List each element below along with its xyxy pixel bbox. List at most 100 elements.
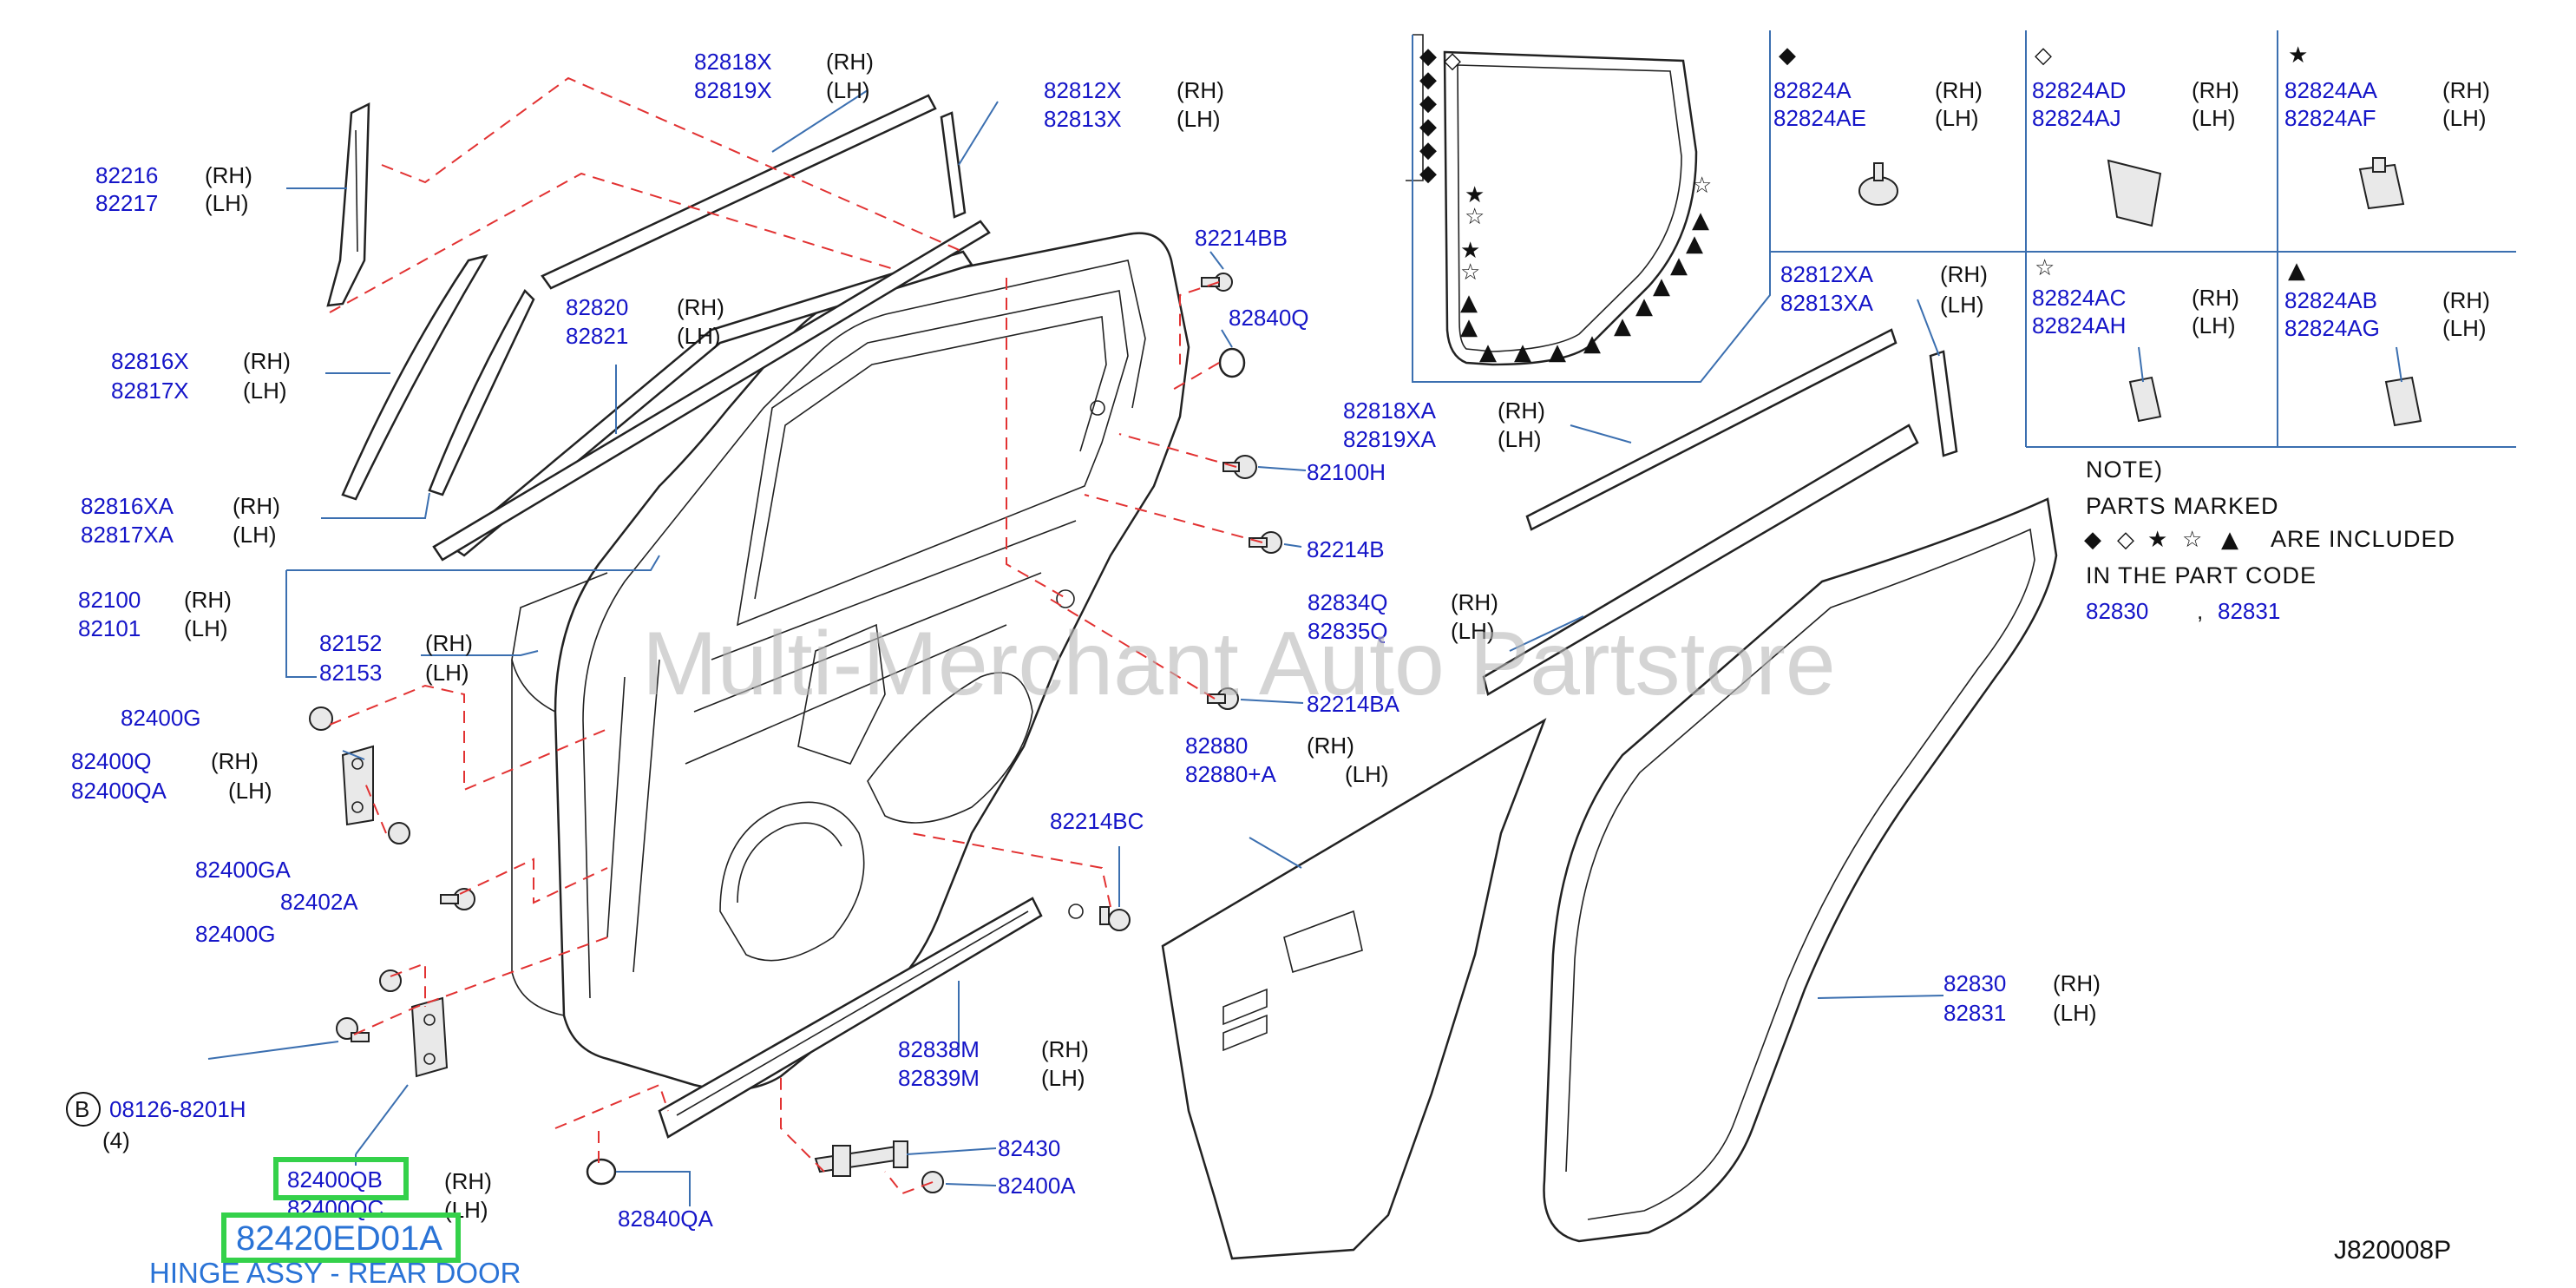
note-line-1: NOTE) <box>2086 457 2163 483</box>
callout-num: 82830 <box>1943 970 2006 996</box>
callout-num: 82818X <box>694 49 772 75</box>
callout-num: 82400Q <box>71 748 152 774</box>
callout-num: 82216 <box>95 162 158 188</box>
callout-num: 82820 <box>566 294 628 320</box>
callout-side: (LH) <box>425 660 469 686</box>
alignment-lines <box>329 76 1263 1195</box>
callout-num: 82819X <box>694 77 772 103</box>
check-link-82430 <box>814 1140 908 1177</box>
diamond-filled-icon: ◆ <box>1419 90 1437 116</box>
clip-parts <box>1858 157 2422 427</box>
callout-num: 82101 <box>78 615 141 641</box>
moulding-82816xa <box>428 288 535 496</box>
bolt-circle-letter: B <box>75 1096 89 1122</box>
callout-num: 82214BA <box>1307 691 1400 717</box>
clip-82824ac-icon <box>2128 376 2162 423</box>
clip-location-inset <box>1406 34 1771 383</box>
clip-82824aa-icon <box>2358 157 2405 210</box>
clip-82824ab-icon <box>2384 376 2422 427</box>
moulding-82834q <box>1482 424 1919 696</box>
callout-num: 82824AD <box>2032 77 2126 103</box>
callout-side: (LH) <box>184 615 228 641</box>
callout-side: (LH) <box>1498 426 1542 452</box>
callout-side: (RH) <box>2442 77 2490 103</box>
callout-num: 82831 <box>1943 1000 2006 1026</box>
strip-82812x <box>940 111 967 219</box>
callout-side: (LH) <box>2442 105 2487 131</box>
callout-side: (LH) <box>1935 105 1979 131</box>
moulding-82816x <box>341 254 488 501</box>
moulding-82818x <box>541 94 937 290</box>
star-open-icon: ☆ <box>2035 255 2055 281</box>
callout-num: 82812XA <box>1780 261 1874 287</box>
callout-side: (RH) <box>243 348 291 374</box>
callout-side: (LH) <box>1041 1065 1085 1091</box>
callout-num: 82813X <box>1044 106 1122 132</box>
callout-num: 82430 <box>998 1135 1060 1161</box>
callout-side: (LH) <box>444 1197 488 1223</box>
callout-num: 82816X <box>111 348 189 374</box>
nut-82400g-top-icon <box>309 706 333 731</box>
bolt-circle-icon <box>66 1092 101 1127</box>
callout-num: 82824A <box>1773 77 1852 103</box>
plug-82840q-icon <box>1218 347 1246 378</box>
callout-side: (RH) <box>425 630 473 656</box>
callout-side: (LH) <box>677 323 721 349</box>
callout-side: (LH) <box>243 378 287 404</box>
callout-qty: (4) <box>102 1127 130 1153</box>
callout-num: 82217 <box>95 190 158 216</box>
diagram-code: J820008P <box>2334 1236 2451 1265</box>
callout-num: 82817X <box>111 378 189 404</box>
callout-num: 82400A <box>998 1173 1076 1199</box>
callout-num: 82818XA <box>1343 398 1437 424</box>
callout-side: (LH) <box>1451 618 1495 644</box>
callout-side: (RH) <box>2192 285 2239 311</box>
callout-num: 82400G <box>121 705 201 731</box>
callout-num: 82824AE <box>1773 105 1866 131</box>
callout-side: (RH) <box>184 587 232 613</box>
clip-82824ad-icon <box>2107 159 2162 227</box>
callout-side: (RH) <box>1451 589 1498 615</box>
callout-side: (LH) <box>2053 1000 2097 1026</box>
bolt-82214b-icon <box>1249 531 1282 554</box>
callout-num: 82880 <box>1185 733 1248 759</box>
callout-side: (LH) <box>233 522 277 548</box>
window-frame-strip <box>449 250 973 557</box>
fasteners <box>309 273 1282 1193</box>
diamond-filled-icon: ◆ <box>1419 43 1437 69</box>
rocker-82838m <box>658 897 1043 1139</box>
triangle-filled-icon: ▲ <box>1479 339 1497 365</box>
callout-num: 82819XA <box>1343 426 1437 452</box>
callout-num: 82824AH <box>2032 312 2126 338</box>
diamond-open-icon: ◇ <box>1444 48 1461 74</box>
highlight-part-desc: HINGE ASSY - REAR DOOR <box>149 1257 521 1288</box>
callout-side: (RH) <box>1307 733 1354 759</box>
diamond-filled-icon: ◆ <box>1419 67 1437 93</box>
callout-side: (RH) <box>1940 261 1988 287</box>
callout-num: 82838M <box>898 1036 980 1062</box>
callout-num: 82402A <box>280 889 358 915</box>
callout-labels: 82216 (RH) 82217 (LH) 82818X (RH) 82819X… <box>71 49 2490 1232</box>
callout-num: 82813XA <box>1780 290 1874 316</box>
star-open-icon: ☆ <box>2182 527 2202 553</box>
note-line-2: PARTS MARKED <box>2086 493 2279 519</box>
triangle-filled-icon: ▲ <box>1670 253 1688 279</box>
moulding-82818xa <box>1525 328 1898 531</box>
callout-side: (RH) <box>1041 1036 1089 1062</box>
inset-symbols: ◆ ◆ ◆ ◆ ◆ ◆ ◇ ★ ☆ ★ ☆ ▲ ▲ ▲ ▲ ▲ ▲ ▲ ▲ ▲ … <box>1419 43 1712 365</box>
callout-num: 82214B <box>1307 536 1385 562</box>
triangle-filled-icon: ▲ <box>1514 339 1531 365</box>
diamond-open-icon: ◇ <box>2117 527 2134 553</box>
bolt-82214bc-icon <box>1099 906 1131 931</box>
triangle-filled-icon: ▲ <box>1686 231 1703 257</box>
clip-82100h-icon <box>1222 455 1257 479</box>
star-filled-icon: ★ <box>1465 182 1485 208</box>
hinge-82400q <box>341 745 374 826</box>
highlight-part-label[interactable]: 82420ED01A <box>236 1219 442 1258</box>
callout-num: 82400QB <box>287 1166 383 1193</box>
note-block: NOTE) PARTS MARKED ◆ ◇ ★ ☆ ▲ ARE INCLUDE… <box>2084 457 2455 624</box>
nut-82400g-bot-icon <box>379 969 402 992</box>
callout-side: (RH) <box>2053 970 2101 996</box>
triangle-filled-icon: ▲ <box>1460 314 1478 340</box>
